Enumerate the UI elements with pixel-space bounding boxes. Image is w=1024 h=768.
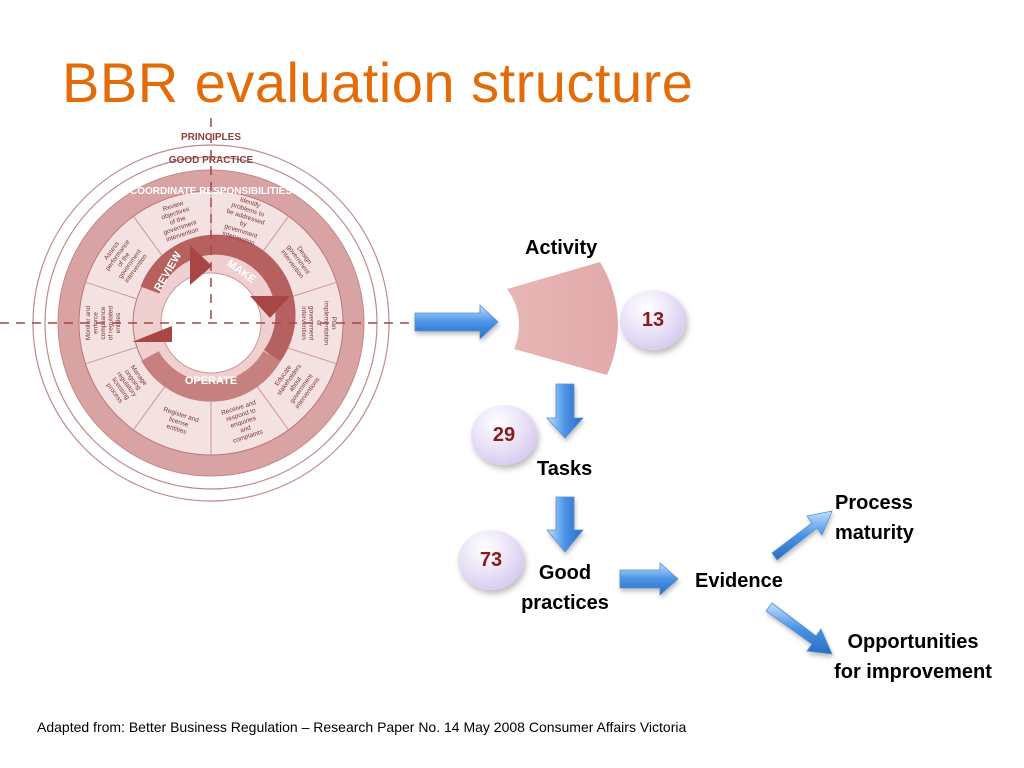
ring-label-good-practice: GOOD PRACTICE xyxy=(169,155,254,166)
arrow-tasks-to-practices xyxy=(546,496,584,553)
good-practices-line2: practices xyxy=(521,592,609,614)
activity-label: Activity xyxy=(525,237,598,259)
arrow-to-activity xyxy=(414,304,499,340)
opportunities-line2: for improvement xyxy=(834,661,992,683)
process-maturity-line2: maturity xyxy=(835,522,914,544)
segment-divider xyxy=(133,385,166,431)
make-arrowhead xyxy=(190,245,212,285)
opportunities-line1: Opportunities xyxy=(847,631,979,653)
arrow-evidence-to-maturity xyxy=(771,510,833,561)
segment-divider xyxy=(256,385,289,431)
arrow-practices-to-evidence xyxy=(619,562,679,596)
process-maturity-line1: Process xyxy=(835,492,913,514)
arrow-activity-to-tasks xyxy=(546,383,584,439)
tasks-count-badge: 29 xyxy=(471,405,537,465)
activity-count-badge: 13 xyxy=(620,290,686,350)
evidence-label: Evidence xyxy=(695,570,783,592)
cycle-label-operate: OPERATE xyxy=(185,375,237,387)
segment-divider xyxy=(285,281,337,300)
ring-label-coordinate: COORDINATE RESPONSIBILITIES xyxy=(130,186,292,197)
cycle-band xyxy=(140,234,296,362)
arrow-evidence-to-opportunities xyxy=(765,602,833,655)
review-arrowhead xyxy=(132,326,172,342)
tasks-label: Tasks xyxy=(537,458,593,480)
good-practices-label: Good practices xyxy=(515,558,615,618)
segment-divider xyxy=(133,215,166,261)
good-practices-count-badge: 73 xyxy=(458,530,524,590)
cycle-band-lower xyxy=(141,350,281,402)
activity-sector xyxy=(507,262,618,375)
source-footnote: Adapted from: Better Business Regulation… xyxy=(37,719,687,735)
process-maturity-label: Process maturity xyxy=(835,488,914,548)
opportunities-label: Opportunities for improvement xyxy=(818,627,1008,687)
slide-title: BBR evaluation structure xyxy=(62,51,694,114)
segment-divider xyxy=(285,346,337,365)
segment-divider xyxy=(85,281,137,300)
segment-label: Reviewobjectivesof thegovernmentinterven… xyxy=(156,198,200,244)
segment-divider xyxy=(85,346,137,365)
good-practices-line1: Good xyxy=(538,562,592,584)
operate-arrowhead xyxy=(250,296,290,318)
